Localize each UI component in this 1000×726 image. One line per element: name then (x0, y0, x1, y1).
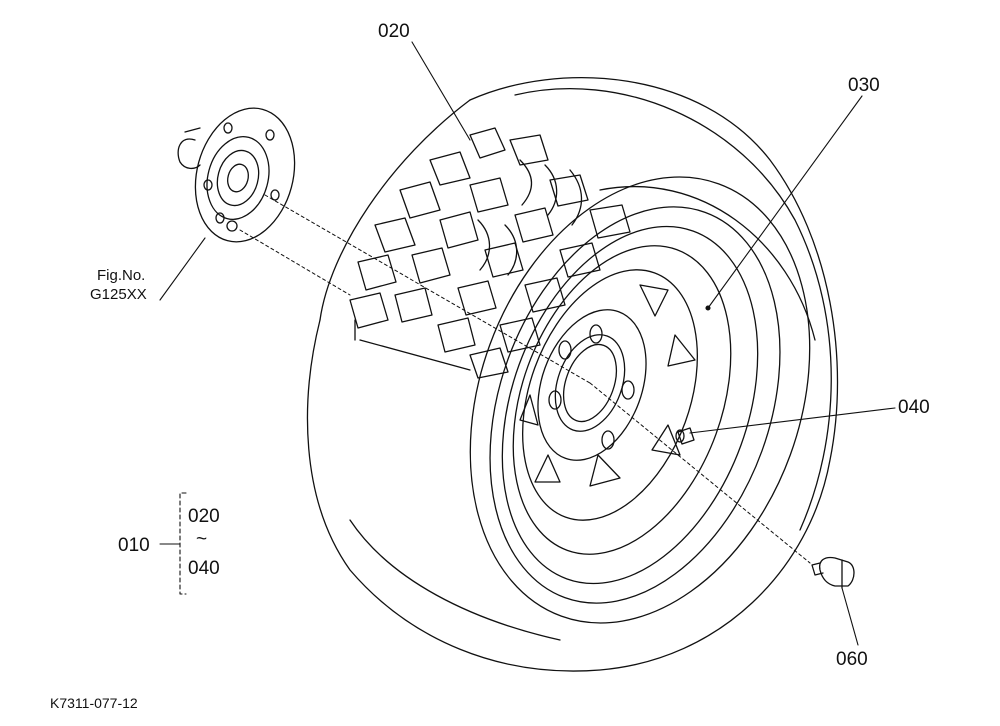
valve-stem (675, 427, 695, 445)
label-assembly-from: 020 (188, 506, 220, 527)
label-part-040: 040 (898, 397, 930, 418)
centre-lines (239, 194, 811, 564)
ref-fig-label: Fig.No. (97, 267, 146, 284)
ref-fig-number: G125XX (90, 286, 147, 303)
label-assembly-010: 010 (118, 535, 150, 556)
tire-tread (349, 127, 631, 379)
wheel-hub (177, 107, 296, 243)
label-part-020: 020 (378, 21, 410, 42)
drawing-code: K7311-077-12 (50, 695, 138, 711)
assembly-bracket (159, 492, 187, 595)
label-assembly-tilde: ~ (196, 529, 208, 550)
tire-outline (306, 76, 839, 672)
lug-bolt (811, 556, 855, 589)
label-part-030: 030 (848, 75, 880, 96)
leader-lines (159, 41, 896, 646)
label-assembly-to: 040 (188, 558, 220, 579)
label-part-060: 060 (836, 649, 868, 670)
rim (469, 176, 811, 624)
